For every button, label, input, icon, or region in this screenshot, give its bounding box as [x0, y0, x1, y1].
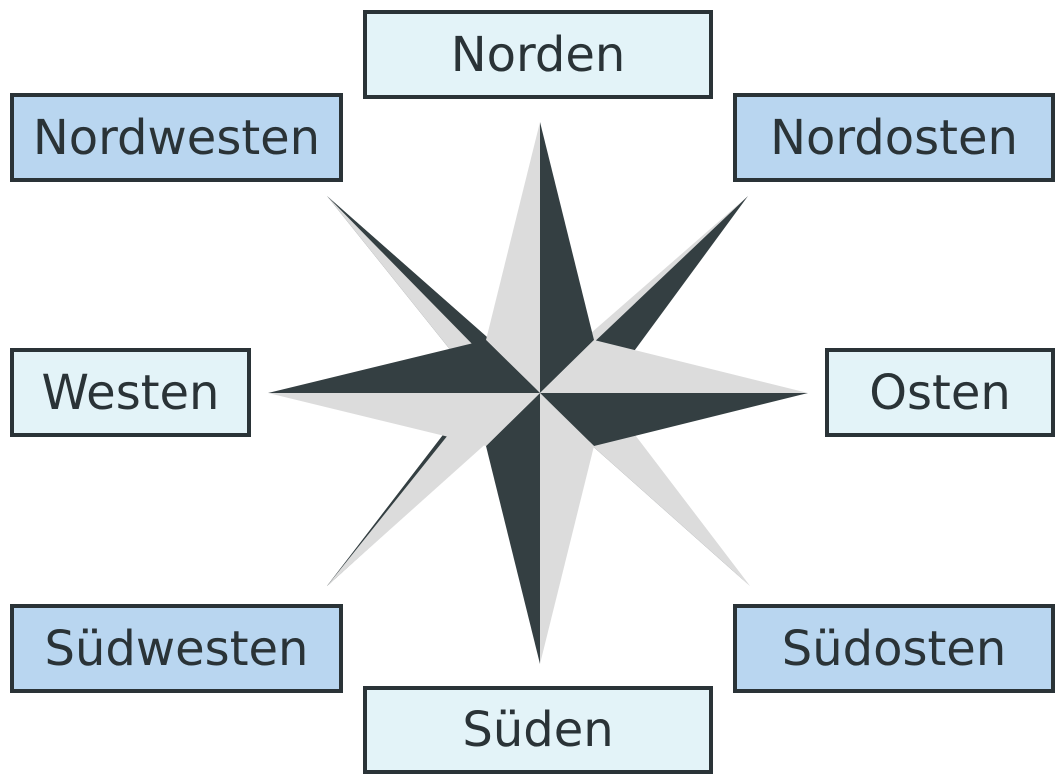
label-south: Süden [363, 686, 713, 774]
compass-star [268, 122, 808, 664]
label-west: Westen [10, 348, 251, 437]
star-point-west [268, 340, 540, 446]
label-northwest-text: Nordwesten [32, 109, 321, 166]
label-southeast: Südosten [733, 604, 1055, 693]
label-north: Norden [363, 10, 713, 99]
label-east-text: Osten [869, 364, 1011, 421]
label-southwest: Südwesten [10, 604, 343, 693]
label-north-text: Norden [450, 26, 626, 83]
label-southwest-text: Südwesten [44, 620, 309, 677]
star-point-south [486, 393, 594, 664]
label-northeast: Nordosten [733, 93, 1055, 182]
label-south-text: Süden [462, 702, 614, 758]
label-southeast-text: Südosten [781, 620, 1007, 677]
label-west-text: Westen [41, 364, 220, 421]
star-point-east [540, 340, 808, 446]
label-northwest: Nordwesten [10, 93, 343, 182]
label-northeast-text: Nordosten [770, 109, 1018, 166]
star-point-north [486, 122, 594, 393]
label-east: Osten [825, 348, 1055, 437]
